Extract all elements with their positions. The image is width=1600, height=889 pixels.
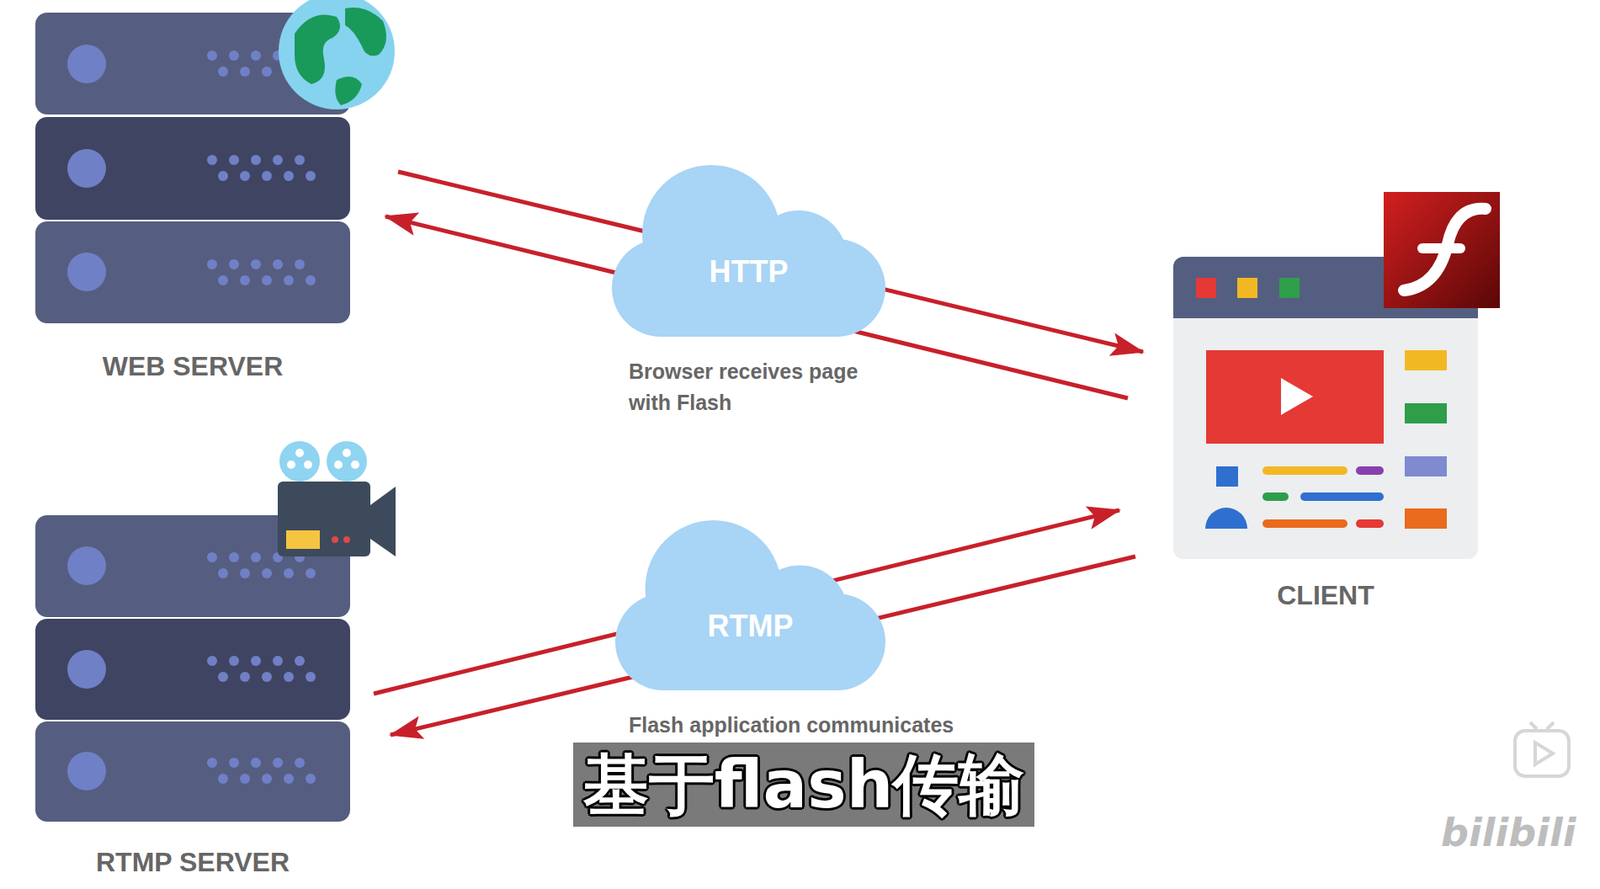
protocol-cloud: HTTP [611,164,886,337]
protocol-cloud: RTMP [615,520,886,691]
arrow-line [398,171,1143,352]
node-label: WEB SERVER [102,350,284,382]
rtmp-server: RTMP SERVER [35,515,351,878]
note-text: Browser receives page with Flash [628,356,882,419]
node-label: RTMP SERVER [95,846,290,878]
arrow-line [373,510,1120,694]
cloud-shape [611,164,886,337]
watermark: bilibili [1440,809,1576,856]
browser-illustration [1173,191,1500,559]
rtmp-server-illustration [35,441,396,822]
arrow-line [390,556,1136,735]
cloud-shape [615,520,886,691]
subtitle: 基于flash传输 [573,742,1035,827]
web-server-illustration [35,0,395,324]
note-text: Flash application communicates [628,709,954,741]
client-browser: CLIENT [1173,256,1478,611]
protocol-name: RTMP [707,608,794,644]
node-label: CLIENT [1276,579,1375,611]
video-icon [1514,722,1569,777]
web-server: WEB SERVER [35,12,351,382]
protocol-name: HTTP [709,254,789,290]
